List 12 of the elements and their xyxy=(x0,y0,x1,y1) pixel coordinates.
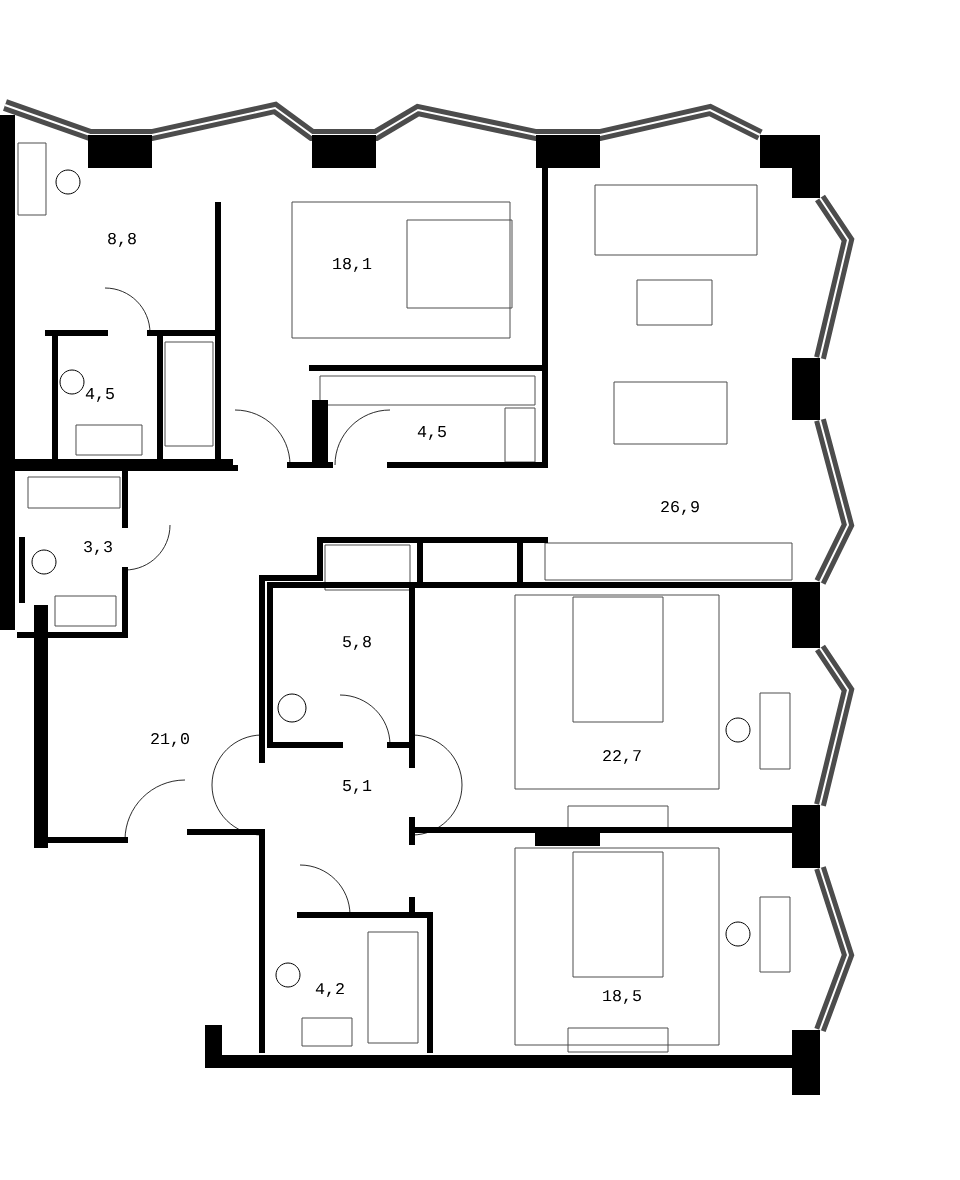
area-label: 8,8 xyxy=(108,232,136,248)
area-label: 3,3 xyxy=(84,540,112,556)
area-label: 4,2 xyxy=(315,982,344,998)
area-label: 22,7 xyxy=(603,749,641,765)
area-label: 4,5 xyxy=(85,388,114,402)
area-label: 5,8 xyxy=(343,635,371,651)
area-label: 18,5 xyxy=(603,989,641,1005)
area-label: 26,9 xyxy=(661,500,699,516)
area-label: 18,1 xyxy=(333,257,372,273)
area-label: 5,1 xyxy=(343,780,372,794)
area-label: 4,5 xyxy=(417,426,446,440)
area-label: 21,0 xyxy=(151,732,189,748)
